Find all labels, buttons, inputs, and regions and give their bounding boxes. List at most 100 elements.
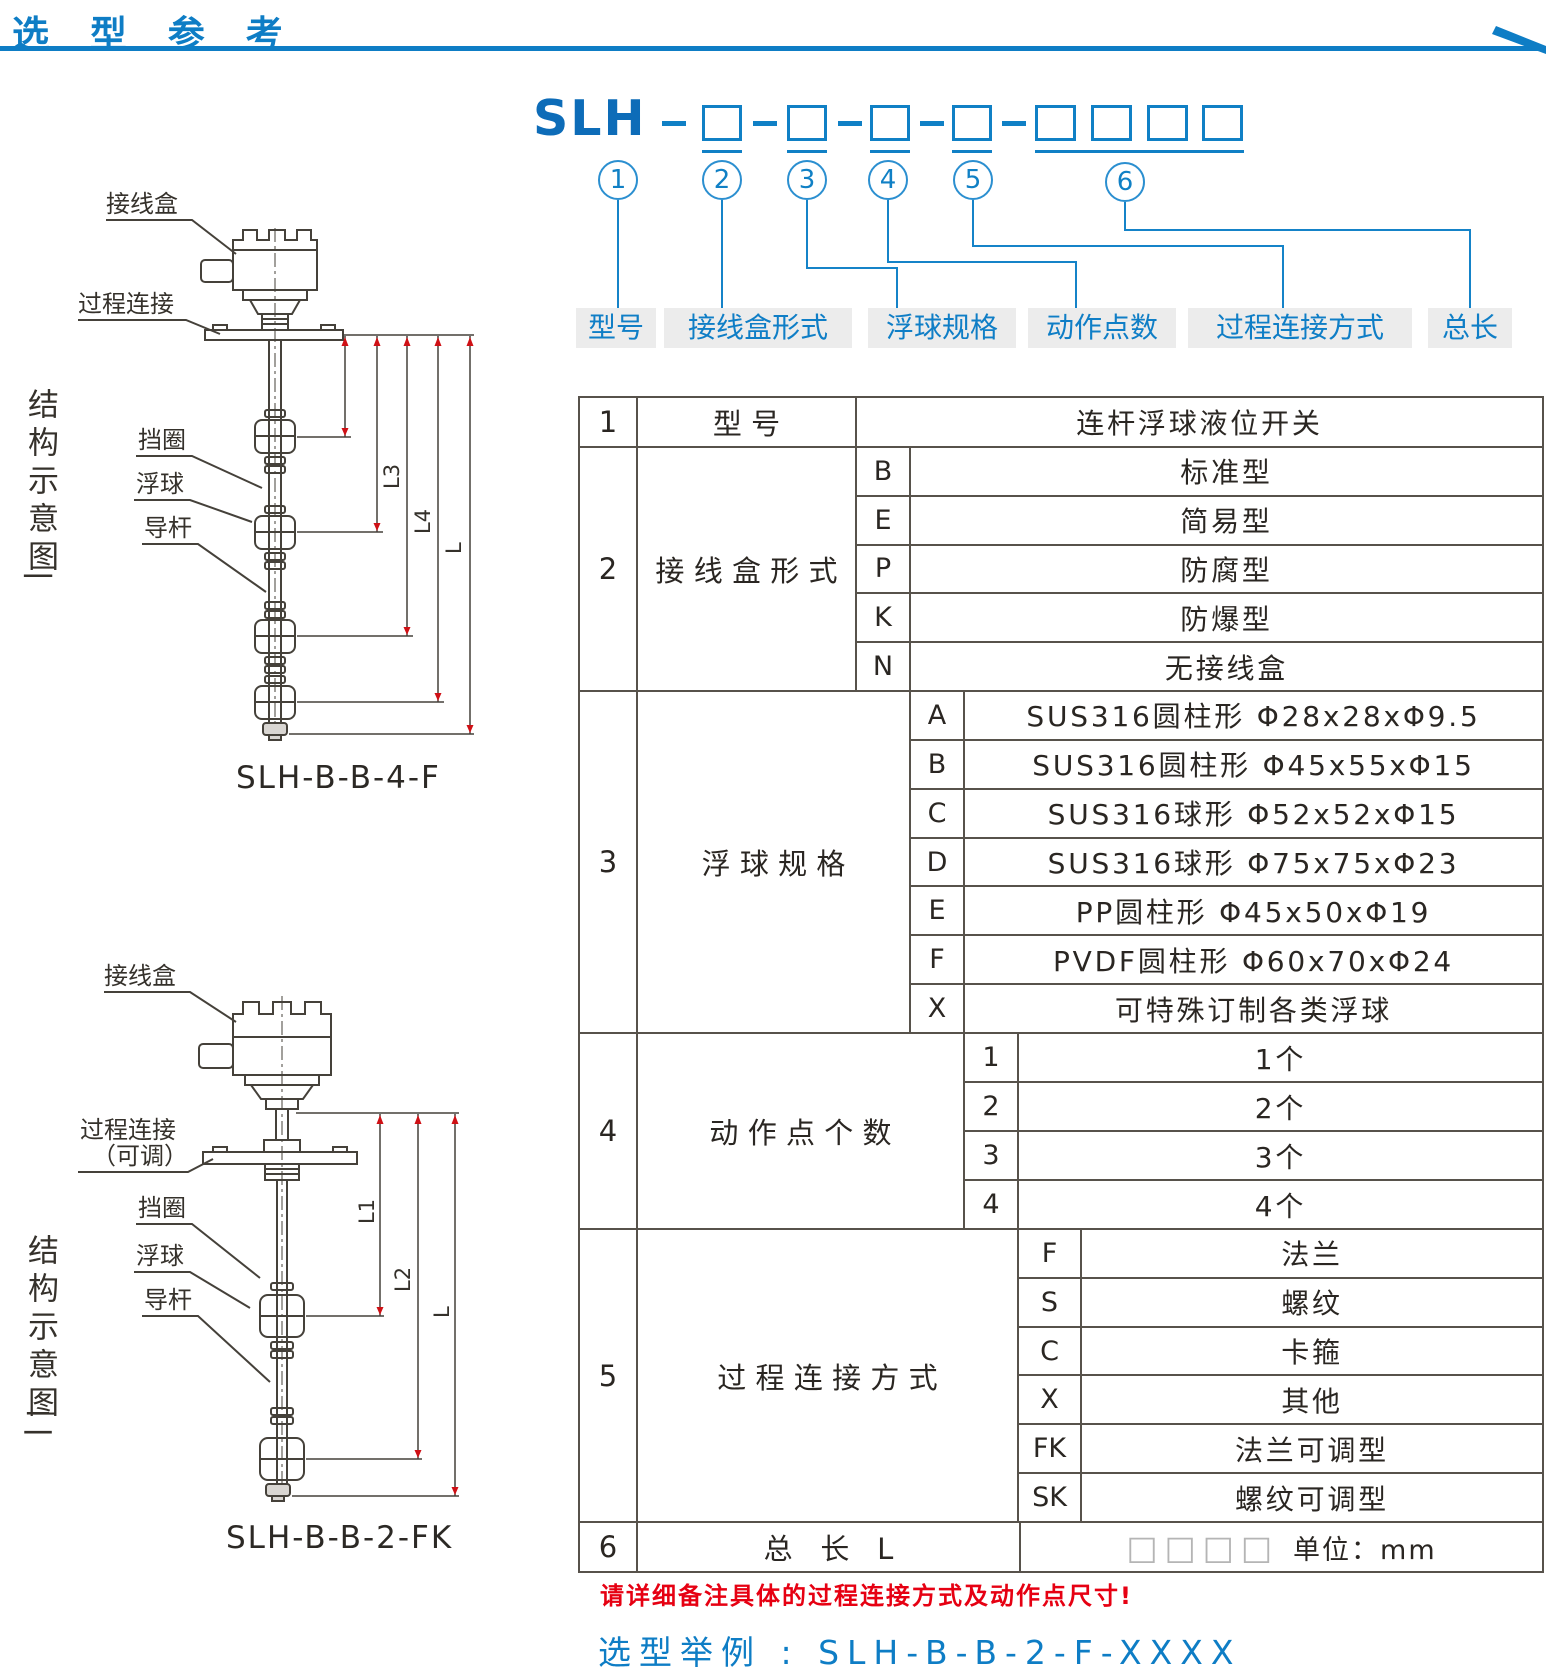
code-box bbox=[1035, 105, 1076, 141]
dim-label-l3: L3 bbox=[380, 464, 404, 489]
option-code: S bbox=[1019, 1278, 1082, 1326]
swoosh-icon bbox=[1492, 26, 1546, 54]
diagram-1-arrowheads bbox=[341, 337, 474, 733]
total-length-value: □□□□ 单位：mm bbox=[1021, 1523, 1542, 1571]
option-value: 简易型 bbox=[1180, 505, 1273, 539]
process-connection-label: 过程连接 bbox=[78, 290, 174, 318]
circle-number-1: 1 bbox=[598, 160, 638, 200]
table-row: E PP圆柱形 Φ45x50xΦ19 bbox=[911, 885, 1542, 935]
code-box bbox=[952, 105, 992, 141]
code-box bbox=[1091, 105, 1132, 141]
option-value: 标准型 bbox=[1180, 456, 1273, 490]
category-name: 浮球规格 bbox=[638, 692, 911, 1032]
dim-label-l4: L4 bbox=[411, 509, 435, 534]
diagram-1-side-caption: 结构示意图 bbox=[22, 388, 58, 578]
option-code: C bbox=[911, 789, 965, 837]
dim-label-l: L bbox=[430, 1306, 454, 1318]
code-box bbox=[702, 105, 742, 141]
option-code: 3 bbox=[965, 1132, 1019, 1179]
option-value: 其他 bbox=[1281, 1384, 1343, 1418]
box-underline bbox=[787, 150, 827, 153]
option-value: 螺纹可调型 bbox=[1234, 1482, 1389, 1516]
diagram-2-drawing bbox=[198, 996, 358, 1502]
option-value: 防爆型 bbox=[1180, 602, 1273, 636]
field-label-length: 总长 bbox=[1428, 308, 1512, 348]
stop-ring-label: 挡圈 bbox=[138, 426, 186, 454]
guide-rod-label: 导杆 bbox=[144, 1286, 192, 1314]
circle-number-6: 6 bbox=[1105, 162, 1145, 202]
option-value: SUS316球形 Φ52x52xΦ15 bbox=[1047, 798, 1460, 832]
category-name: 接线盒形式 bbox=[638, 448, 857, 690]
option-value: 无接线盒 bbox=[1164, 651, 1289, 685]
diagram-2-side-caption: 结构示意图 bbox=[22, 1234, 58, 1424]
model-prefix: SLH bbox=[533, 90, 647, 147]
title-rule bbox=[0, 46, 1546, 51]
option-code: 1 bbox=[965, 1034, 1019, 1081]
option-value: 2个 bbox=[1254, 1091, 1307, 1125]
option-code: E bbox=[857, 496, 911, 544]
float-label: 浮球 bbox=[136, 1242, 184, 1270]
code-box bbox=[787, 105, 827, 141]
table-row: C SUS316球形 Φ52x52xΦ15 bbox=[911, 787, 1542, 837]
option-value: 卡箍 bbox=[1281, 1336, 1343, 1370]
diagram-2-caption: SLH-B-B-2-FK bbox=[226, 1520, 453, 1556]
row-number: 4 bbox=[580, 1034, 638, 1228]
option-code: 4 bbox=[965, 1181, 1019, 1228]
option-value: SUS316圆柱形 Φ28x28xΦ9.5 bbox=[1026, 700, 1481, 734]
circle-number-5: 5 bbox=[953, 160, 993, 200]
row-number: 3 bbox=[580, 692, 638, 1032]
table-group-1: 1 型号 连杆浮球液位开关 bbox=[580, 398, 1542, 446]
option-value: 4个 bbox=[1254, 1189, 1307, 1223]
dash bbox=[838, 121, 862, 126]
option-value: 法兰可调型 bbox=[1234, 1433, 1389, 1467]
dim-label-l: L bbox=[442, 542, 466, 554]
diagram-2-arrowheads bbox=[376, 1115, 459, 1495]
option-code: B bbox=[911, 740, 965, 788]
code-box bbox=[1202, 105, 1243, 141]
circle-number-4: 4 bbox=[868, 160, 908, 200]
category-name: 动作点个数 bbox=[638, 1034, 965, 1228]
process-connection-sub-label: （可调） bbox=[92, 1142, 188, 1170]
option-value: 1个 bbox=[1254, 1042, 1307, 1076]
structure-diagrams: 接线盒 过程连接 挡圈 浮球 导杆 L3 L4 L SLH-B-B-4-F bbox=[78, 190, 474, 1556]
option-code: N bbox=[857, 643, 911, 690]
option-code: P bbox=[857, 545, 911, 593]
unit-label: 单位：mm bbox=[1293, 1534, 1437, 1566]
dash bbox=[1002, 121, 1026, 126]
box-underline bbox=[1035, 150, 1244, 153]
option-code: FK bbox=[1019, 1425, 1082, 1473]
field-label-float: 浮球规格 bbox=[868, 308, 1016, 348]
option-code: F bbox=[911, 936, 965, 984]
circle-number-2: 2 bbox=[702, 160, 742, 200]
diagram-1-drawing bbox=[200, 228, 344, 741]
ordering-example: 选型举例 : SLH-B-B-2-F-XXXX bbox=[598, 1633, 1242, 1672]
category-name: 型号 bbox=[638, 398, 857, 446]
option-code: E bbox=[911, 887, 965, 935]
option-value: SUS316球形 Φ75x75xΦ23 bbox=[1047, 847, 1460, 880]
float-label: 浮球 bbox=[136, 470, 184, 498]
dim-label-l1: L1 bbox=[355, 1199, 379, 1224]
table-row: E 简易型 bbox=[857, 494, 1542, 544]
option-value: 连杆浮球液位开关 bbox=[1076, 407, 1323, 440]
option-value: PP圆柱形 Φ45x50xΦ19 bbox=[1075, 895, 1432, 929]
table-row: N 无接线盒 bbox=[857, 641, 1542, 690]
junction-box-label: 接线盒 bbox=[106, 190, 178, 218]
row-number: 6 bbox=[580, 1523, 638, 1571]
code-box bbox=[1147, 105, 1188, 141]
option-code: SK bbox=[1019, 1474, 1082, 1521]
table-row: 4 4个 bbox=[965, 1179, 1542, 1228]
